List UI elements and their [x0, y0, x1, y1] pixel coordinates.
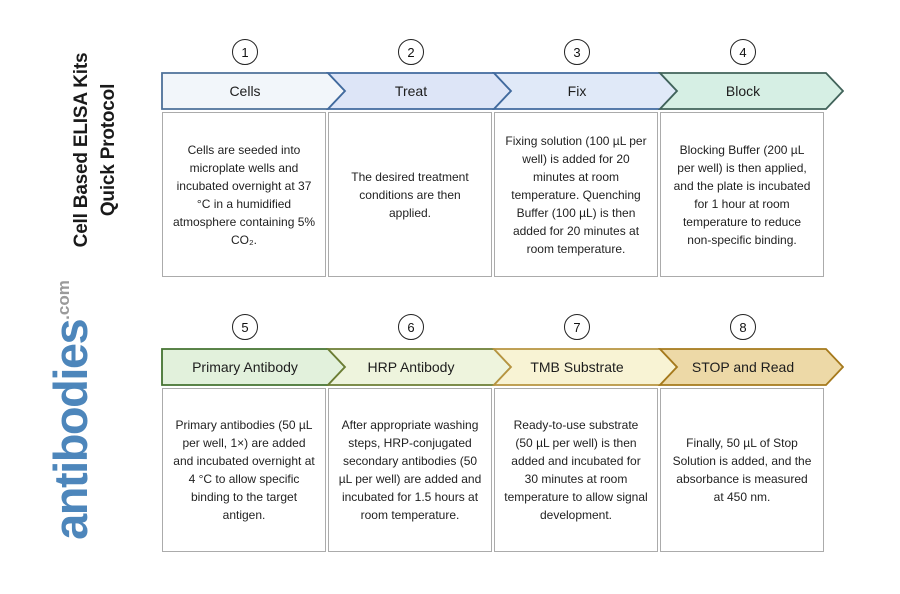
step-description-4: Blocking Buffer (200 µL per well) is the… — [673, 142, 811, 247]
step-label-2: Treat — [394, 83, 428, 99]
step-label-5: Primary Antibody — [192, 359, 298, 375]
vertical-title-line2: Quick Protocol — [97, 83, 119, 217]
step-number-2: 2 — [407, 44, 415, 60]
step-number-3: 3 — [573, 44, 581, 60]
step-number-badge-7: 7 — [564, 314, 590, 340]
step-number-badge-8: 8 — [730, 314, 756, 340]
step-description-6: After appropriate washing steps, HRP-con… — [338, 418, 482, 522]
step-label-4: Block — [725, 83, 761, 99]
step-label-3: Fix — [567, 83, 587, 99]
antibodies-logo: antibodies.com — [43, 265, 107, 555]
step-label-8: STOP and Read — [691, 359, 795, 375]
step-number-1: 1 — [241, 44, 249, 60]
step-number-4: 4 — [739, 44, 747, 60]
step-description-5: Primary antibodies (50 µL per well, 1×) … — [173, 418, 315, 522]
step-description-box-8: Finally, 50 µL of Stop Solution is added… — [660, 388, 824, 552]
arrow-band-row2 — [161, 348, 844, 386]
step-number-badge-6: 6 — [398, 314, 424, 340]
step-description-box-1: Cells are seeded into microplate wells a… — [162, 112, 326, 277]
step-description-1: Cells are seeded into microplate wells a… — [172, 142, 316, 247]
step-description-box-5: Primary antibodies (50 µL per well, 1×) … — [162, 388, 326, 552]
step-number-5: 5 — [241, 319, 249, 335]
step-description-box-7: Ready-to-use substrate (50 µL per well) … — [494, 388, 658, 552]
step-description-7: Ready-to-use substrate (50 µL per well) … — [504, 418, 648, 522]
step-description-8: Finally, 50 µL of Stop Solution is added… — [672, 436, 812, 504]
arrow-shape-step-4 — [657, 72, 844, 110]
arrow-shape-step-8 — [657, 348, 844, 386]
arrow-band-row2-svg — [161, 348, 844, 386]
step-description-box-3: Fixing solution (100 µL per well) is add… — [494, 112, 658, 277]
step-description-box-6: After appropriate washing steps, HRP-con… — [328, 388, 492, 552]
step-description-3: Fixing solution (100 µL per well) is add… — [505, 133, 647, 256]
logo-wordmark: antibodies — [44, 319, 97, 540]
step-description-box-2: The desired treatment conditions are the… — [328, 112, 492, 277]
step-number-badge-5: 5 — [232, 314, 258, 340]
vertical-title: Cell Based ELISA Kits Quick Protocol — [69, 42, 125, 258]
step-label-1: Cells — [229, 83, 261, 99]
arrow-band-row1-svg — [161, 72, 844, 110]
step-number-badge-1: 1 — [232, 39, 258, 65]
step-description-2: The desired treatment conditions are the… — [351, 169, 469, 220]
step-number-8: 8 — [739, 319, 747, 335]
logo-domain-suffix: .com — [54, 280, 73, 320]
arrow-band-row1 — [161, 72, 844, 110]
step-number-6: 6 — [407, 319, 415, 335]
step-label-6: HRP Antibody — [367, 359, 455, 375]
step-description-box-4: Blocking Buffer (200 µL per well) is the… — [660, 112, 824, 277]
step-label-7: TMB Substrate — [530, 359, 624, 375]
step-number-badge-3: 3 — [564, 39, 590, 65]
vertical-title-line1: Cell Based ELISA Kits — [71, 52, 92, 248]
step-number-7: 7 — [573, 319, 581, 335]
step-number-badge-2: 2 — [398, 39, 424, 65]
step-number-badge-4: 4 — [730, 39, 756, 65]
